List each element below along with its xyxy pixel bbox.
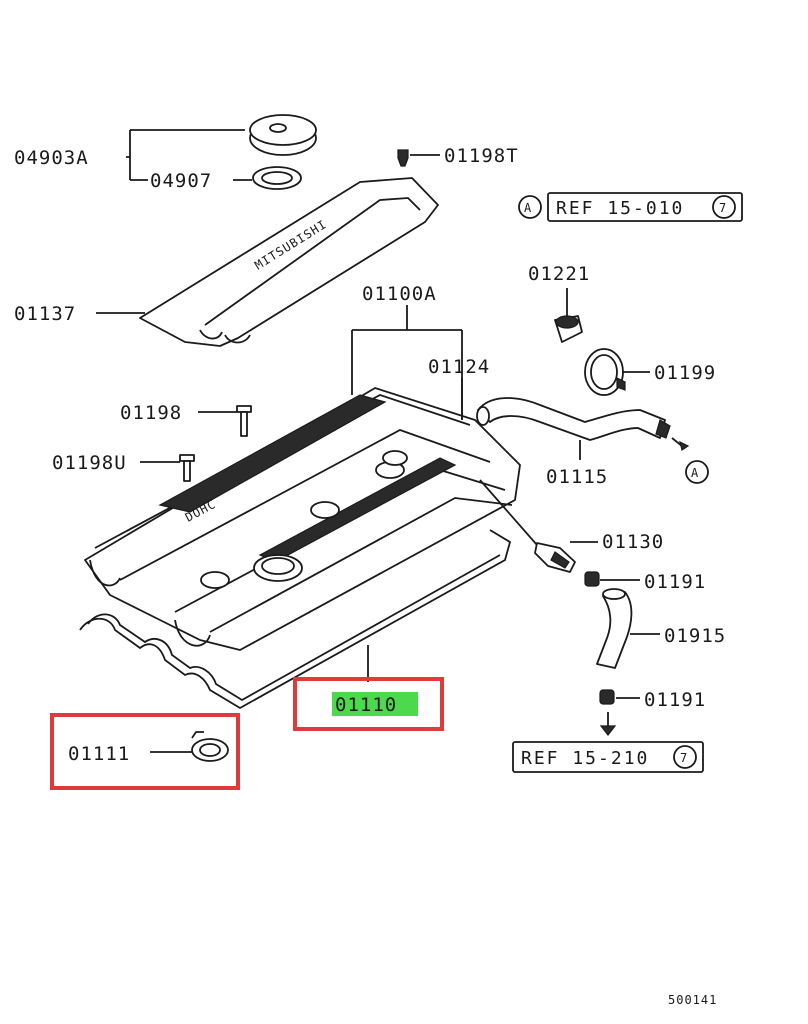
- highlight-fill-01110: [332, 692, 418, 716]
- label-04903A: 04903A: [14, 147, 89, 169]
- label-01124: 01124: [428, 356, 490, 378]
- label-01137: 01137: [14, 303, 76, 325]
- oil-filler-cap-gasket: [252, 166, 302, 190]
- label-01111: 01111: [68, 743, 130, 765]
- label-01100A: 01100A: [362, 283, 437, 305]
- ref-text-bottom: REF 15-210: [521, 748, 649, 769]
- svg-text:7: 7: [719, 201, 727, 215]
- hose-01915: [596, 588, 633, 669]
- label-01198U: 01198U: [52, 452, 127, 474]
- valve-cover: DOHC: [84, 387, 521, 651]
- highlight-box-01110: [293, 677, 444, 731]
- arrow-down-icon: [599, 725, 617, 736]
- ref-callout-bottom: REF 15-210 7: [512, 741, 704, 773]
- drawing-number: 500141: [668, 993, 717, 1007]
- label-01198T: 01198T: [444, 145, 519, 167]
- engine-top-cover: MITSUBISHI: [139, 177, 439, 347]
- label-01199: 01199: [654, 362, 716, 384]
- bolt-01198T: [397, 149, 409, 167]
- label-04907: 04907: [150, 170, 212, 192]
- bracket-01100A: [351, 305, 463, 420]
- label-01915: 01915: [664, 625, 726, 647]
- label-01198: 01198: [120, 402, 182, 424]
- hose-clamp-01191-upper: [584, 571, 600, 587]
- bolt-01198U: [179, 454, 195, 482]
- svg-text:7: 7: [680, 751, 688, 765]
- spark-plug-seal: [191, 731, 229, 762]
- bolt-01198: [236, 405, 252, 437]
- ref-text-top: REF 15-010: [556, 198, 684, 219]
- ref-callout-top: A REF 15-010 7: [518, 192, 743, 222]
- cap-01221: [554, 315, 583, 343]
- label-01191-upper: 01191: [644, 571, 706, 593]
- label-01115: 01115: [546, 466, 608, 488]
- ref-marker-a: A: [685, 460, 709, 484]
- label-01191-lower: 01191: [644, 689, 706, 711]
- oil-filler-cap: [249, 114, 317, 156]
- label-01130: 01130: [602, 531, 664, 553]
- svg-text:A: A: [691, 466, 699, 480]
- pcv-valve: [534, 542, 576, 573]
- valve-cover-gasket: [79, 529, 512, 710]
- svg-text:A: A: [524, 201, 532, 215]
- label-01110: 01110: [335, 694, 397, 716]
- hose-clamp-01199: [584, 348, 626, 396]
- bracket-04903A: [126, 129, 245, 181]
- highlight-box-01111: [50, 713, 240, 790]
- pcv-hose: [476, 397, 690, 451]
- hose-clamp-01191-lower: [599, 689, 615, 705]
- label-01221: 01221: [528, 263, 590, 285]
